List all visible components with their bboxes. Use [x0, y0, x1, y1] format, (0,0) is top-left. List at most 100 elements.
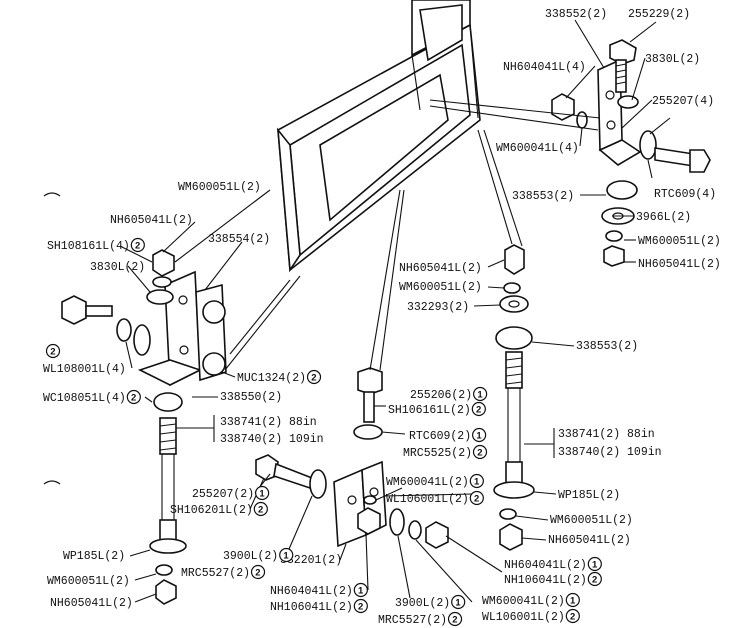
part-number-labels: 338552(2) 255229(2) NH604041L(4) 3830L(2… [43, 8, 721, 627]
circle-marker [473, 386, 488, 402]
label-338552: 338552(2) [545, 8, 607, 21]
circle-marker-number: 2 [592, 574, 597, 585]
label-mrc5525: MRC5525(2) [403, 447, 472, 460]
circle-marker-number: 2 [255, 567, 260, 578]
circle-marker [255, 485, 270, 501]
centre-stay-rod [493, 244, 535, 551]
circle-marker [126, 389, 141, 405]
circle-marker [451, 594, 466, 610]
circle-marker-number: 1 [283, 550, 289, 561]
label-mrc5527-lower: MRC5527(2) [181, 567, 250, 580]
circle-marker-number: 2 [311, 372, 316, 383]
label-wp185l-left: WP185L(2) [63, 550, 125, 563]
label-wm600051l-top: WM600051L(2) [638, 235, 721, 248]
circle-marker-number: 2 [477, 447, 482, 458]
circle-marker [447, 611, 463, 627]
left-stay-rod [149, 392, 187, 605]
label-nh605041l-left-bottom: NH605041L(2) [50, 597, 133, 610]
label-sh106201l: SH106201L(2) [170, 504, 253, 517]
label-wm600041l-4: WM600041L(4) [496, 142, 579, 155]
label-wp185l-right: WP185L(2) [558, 489, 620, 502]
circle-marker [587, 556, 602, 572]
label-wm600041l-centre: WM600041L(2) [386, 476, 469, 489]
label-wl106001l-centre: WL106001L(2) [386, 493, 469, 506]
label-wl106001l-bottom: WL106001L(2) [482, 611, 565, 624]
circle-marker [306, 369, 322, 385]
label-338554: 338554(2) [208, 233, 270, 246]
label-nh604041l-4: NH604041L(4) [503, 61, 586, 74]
label-nh605041l-top: NH605041L(2) [638, 258, 721, 271]
circle-marker-number: 2 [258, 504, 263, 515]
top-right-bracket [551, 39, 711, 267]
label-255229: 255229(2) [628, 8, 690, 21]
circle-marker [353, 582, 368, 598]
margin-marks [43, 192, 61, 485]
circle-marker-number: 1 [476, 430, 482, 441]
circle-marker [469, 490, 484, 506]
label-wc108051l: WC108051L(4) [43, 392, 126, 405]
circle-marker [45, 343, 61, 359]
label-338741-left: 338741(2) 88in [220, 416, 317, 429]
circle-marker [565, 608, 580, 624]
circle-marker [471, 401, 486, 417]
label-nh605041l-left: NH605041L(2) [110, 214, 193, 227]
circle-marker [472, 444, 488, 460]
label-332201: 332201(2) [280, 554, 342, 567]
label-338740-centre: 338740(2) 109in [558, 446, 662, 459]
circle-marker-number: 2 [570, 611, 575, 622]
label-wm600051l-right-bottom: WM600051L(2) [550, 514, 633, 527]
circle-marker-number: 2 [358, 601, 363, 612]
label-rtc609-4: RTC609(4) [654, 188, 716, 201]
label-nh604041l-right: NH604041L(2) [504, 559, 587, 572]
label-wm600041l-bottom: WM600041L(2) [482, 595, 565, 608]
label-255206: 255206(2) [410, 389, 472, 402]
circle-marker [253, 501, 268, 517]
label-wm600051l-left: WM600051L(2) [178, 181, 261, 194]
circle-marker-number: 1 [570, 595, 576, 606]
label-muc1324: MUC1324(2) [237, 372, 306, 385]
label-338740-left: 338740(2) 109in [220, 433, 324, 446]
circle-marker-number: 1 [358, 585, 364, 596]
centre-small-bracket [255, 367, 449, 549]
label-wm600051l-centre: WM600051L(2) [399, 281, 482, 294]
circle-marker-number: 2 [135, 240, 140, 251]
label-rtc609-2: RTC609(2) [409, 430, 471, 443]
circle-marker [565, 592, 580, 608]
left-bracket [61, 249, 227, 387]
label-nh605041l-centre: NH605041L(2) [399, 262, 482, 275]
label-3900l-bottom: 3900L(2) [395, 597, 450, 610]
frame-panel [276, 0, 481, 273]
label-255207-2: 255207(2) [192, 488, 254, 501]
circle-marker-number: 1 [259, 488, 265, 499]
circle-marker-number: 1 [477, 389, 483, 400]
circle-marker-number: 1 [592, 559, 598, 570]
circle-marker [250, 564, 266, 580]
label-338741-centre: 338741(2) 88in [558, 428, 655, 441]
label-sh108161l: SH108161L(4) [47, 240, 130, 253]
circle-marker-number: 1 [455, 597, 461, 608]
circle-marker-number: 2 [131, 392, 136, 403]
circle-marker-number: 2 [452, 614, 457, 625]
label-wl108001l: WL108001L(4) [43, 363, 126, 376]
label-nh604041l-bottom: NH604041L(2) [270, 585, 353, 598]
label-3966l: 3966L(2) [636, 211, 691, 224]
circle-marker [130, 237, 145, 253]
label-nh106041l-right: NH106041L(2) [504, 574, 587, 587]
circle-marker [353, 598, 368, 614]
label-wm600051l-left-bottom: WM600051L(2) [47, 575, 130, 588]
circle-marker [472, 427, 487, 443]
circle-marker [279, 547, 294, 563]
circle-marker-number: 2 [50, 346, 55, 357]
label-3830l-top: 3830L(2) [645, 53, 700, 66]
label-338553-top: 338553(2) [512, 190, 574, 203]
label-338553-centre: 338553(2) [576, 340, 638, 353]
label-mrc5527-bottom: MRC5527(2) [378, 614, 447, 627]
label-255207-4: 255207(4) [652, 95, 714, 108]
label-338550: 338550(2) [220, 391, 282, 404]
label-nh605041l-right-bottom: NH605041L(2) [548, 534, 631, 547]
circle-marker [587, 571, 602, 587]
circle-marker [469, 473, 484, 489]
label-332293: 332293(2) [407, 301, 469, 314]
